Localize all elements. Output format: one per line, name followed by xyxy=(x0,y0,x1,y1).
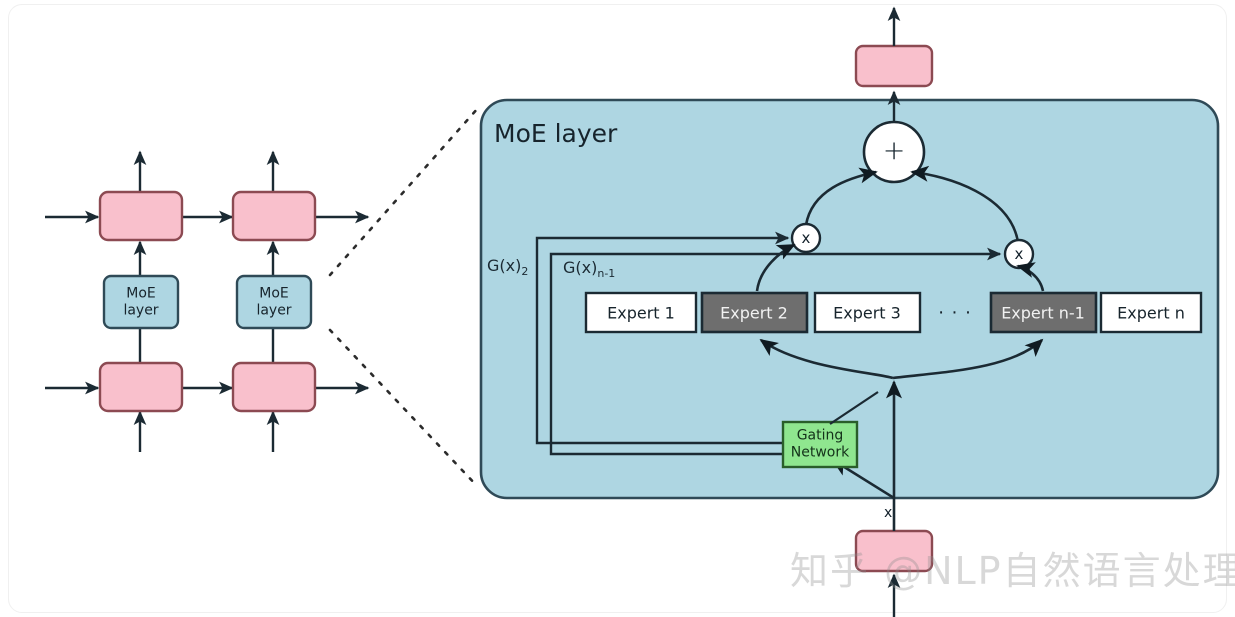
left-stack-diagram xyxy=(45,150,370,452)
expert-boxes xyxy=(584,291,1203,334)
stack-moe-label-1: MoE layer xyxy=(123,285,158,318)
stack-moe-label-2: MoE layer xyxy=(256,285,291,318)
gating-network-label-line2: Network xyxy=(790,444,850,460)
gate-label-gx2-sub: 2 xyxy=(521,265,529,279)
gate-label-gxn-sub: n-1 xyxy=(597,267,616,281)
expert-label-n-1: Expert n-1 xyxy=(1001,303,1085,323)
multiply-symbol-left: x xyxy=(801,229,811,247)
stack-moe-label-1-line1: MoE xyxy=(126,285,156,302)
left-stack-boxes xyxy=(98,190,317,413)
multiply-node-left xyxy=(790,222,822,254)
sum-node xyxy=(862,120,926,184)
input-x-label: x xyxy=(884,505,893,521)
gate-label-gx2-base: G(x) xyxy=(487,256,522,275)
stack-pink-bottom-2 xyxy=(231,361,317,413)
gate-label-gx2: G(x)2 xyxy=(487,256,528,278)
stack-pink-bottom-1 xyxy=(98,361,184,413)
zoom-connector-lines xyxy=(328,106,480,489)
dotted-connector-top xyxy=(328,106,480,277)
gating-network-box xyxy=(781,420,859,469)
experts-ellipsis: · · · xyxy=(938,302,972,324)
expert-box-n xyxy=(1099,291,1203,334)
stack-moe-box-2 xyxy=(235,274,313,330)
curve-input-to-expert2 xyxy=(759,338,894,380)
expert-label-n: Expert n xyxy=(1117,303,1185,323)
moe-layer-title: MoE layer xyxy=(494,119,618,148)
expert-box-3 xyxy=(813,291,922,334)
watermark-text: 知乎 @NLP自然语言处理 xyxy=(790,549,1235,593)
dotted-connector-bottom xyxy=(328,328,480,489)
expert-label-2: Expert 2 xyxy=(720,303,788,323)
gating-network-label: Gating Network xyxy=(791,427,849,460)
expert-label-3: Expert 3 xyxy=(833,303,901,323)
gate-label-gxn: G(x)n-1 xyxy=(563,258,615,280)
curve-mul-left-to-sum xyxy=(804,167,878,226)
gate-path-gxn-to-mul-right xyxy=(549,247,1002,456)
curve-expert2-to-mul-left xyxy=(755,243,796,292)
gate-path-gx2-to-mul-left xyxy=(535,231,790,445)
curve-expertn1-to-mul-right xyxy=(1016,262,1045,292)
expert-box-n-1 xyxy=(989,291,1098,334)
gate-label-gxn-base: G(x) xyxy=(563,258,598,277)
line-gating-to-junction xyxy=(829,391,879,425)
sum-symbol: + xyxy=(882,135,906,167)
gating-routing-paths xyxy=(535,231,1002,456)
stack-moe-label-2-line2: layer xyxy=(256,302,292,318)
product-to-sum-curves xyxy=(804,165,1020,243)
stack-pink-top-1 xyxy=(98,190,184,242)
output-pink-box xyxy=(854,44,934,88)
stack-moe-label-1-line2: layer xyxy=(123,302,159,318)
expert-label-1: Expert 1 xyxy=(607,303,675,323)
multiply-symbol-right: x xyxy=(1014,245,1024,263)
expert-box-1 xyxy=(584,291,698,334)
curve-mul-right-to-sum xyxy=(910,165,1020,243)
curve-input-to-expertn1 xyxy=(892,338,1044,380)
gating-network-label-line1: Gating xyxy=(796,427,844,444)
stack-moe-label-2-line1: MoE xyxy=(259,285,289,302)
stack-pink-top-2 xyxy=(231,190,317,242)
stack-moe-box-1 xyxy=(102,274,180,330)
expert-output-curves xyxy=(755,243,1045,292)
expert-box-2 xyxy=(700,291,809,334)
